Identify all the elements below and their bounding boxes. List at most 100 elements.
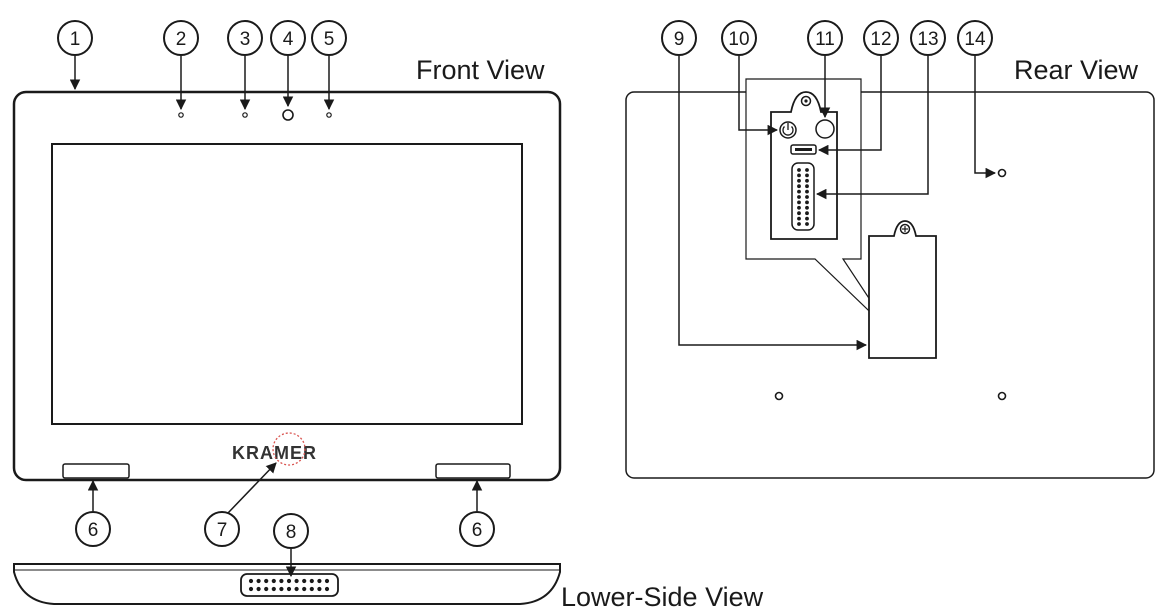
connector-pin [797,173,801,178]
svg-text:9: 9 [674,29,685,50]
cover-plate [868,220,937,359]
connector-pin [309,578,314,584]
callout-2: 2 [163,20,199,111]
speaker-left [62,463,130,479]
callout-11: 11 [807,20,843,119]
connector-pin [805,195,809,199]
svg-text:3: 3 [240,29,251,50]
connector-pin [805,222,809,226]
svg-text:5: 5 [324,29,335,50]
svg-text:4: 4 [283,29,294,50]
connector-pin [324,586,330,592]
power-icon [779,121,797,139]
svg-text:10: 10 [728,29,749,50]
callout-1: 1 [57,20,93,91]
usb-port-icon [790,144,817,155]
svg-text:6: 6 [472,520,483,541]
connector-pin [294,578,299,584]
led-icon [178,112,184,118]
front-view-label: Front View [416,55,545,85]
connector-pin [324,578,330,584]
mounting-hole [997,168,1007,178]
led-icon [242,112,248,118]
connector-pin [805,205,809,210]
svg-text:6: 6 [88,520,99,541]
connector-pin [256,578,261,584]
camera-icon [282,109,294,121]
connector-pin [248,586,254,592]
connector-pin [286,586,292,592]
lower-side-view: 8 Lower-Side View [13,513,764,612]
connector-pin [797,200,801,205]
connector-pin [264,586,269,592]
microphone-icon [272,432,306,466]
pin-connector-icon [791,162,815,231]
callout-12: 12 [817,20,899,156]
callout-9: 9 [661,20,868,351]
callout-7: 7 [204,462,277,547]
connector-pin [805,200,809,205]
front-screen [51,143,523,425]
connector-pin [805,211,809,216]
connector-pin [309,586,314,592]
connector-pin [797,216,801,221]
screw-icon [899,223,911,235]
callout-6-right: 6 [459,479,495,547]
connector-pin [805,189,809,194]
connector-pin [797,222,801,226]
connector-pin [805,178,809,183]
mounting-hole [997,391,1007,401]
connector-pin [797,211,801,216]
connector-pin [805,173,809,178]
reset-button-icon [815,119,835,139]
callout-10: 10 [721,20,779,136]
svg-text:8: 8 [286,522,297,543]
connector-pin [797,178,801,183]
rear-view-label: Rear View [1014,55,1139,85]
connector-pin [797,184,801,189]
lower-side-view-label: Lower-Side View [561,582,764,612]
connector-pin [248,578,254,584]
svg-text:14: 14 [964,29,986,50]
callout-5: 5 [311,20,347,111]
connector-pin [264,578,269,584]
connector-pin [805,168,809,172]
callout-14: 14 [957,20,997,179]
svg-text:2: 2 [176,29,187,50]
connector-pin [302,586,307,592]
connector-pin [302,578,307,584]
callout-3: 3 [227,20,263,111]
connector-pin [797,168,801,172]
svg-text:11: 11 [815,29,835,50]
svg-text:12: 12 [870,29,891,50]
callout-8: 8 [273,513,309,578]
mounting-hole [774,391,784,401]
connector-pin [279,578,284,584]
speaker-right [435,463,511,479]
callout-4: 4 [270,20,306,108]
rear-view: Rear View [625,20,1155,479]
svg-text:1: 1 [70,29,81,50]
connector-pin [797,205,801,210]
svg-text:7: 7 [217,520,228,541]
callout-6-left: 6 [75,479,111,547]
connector-pin [317,586,322,592]
connector-pin [317,578,322,584]
callout-13: 13 [815,20,946,200]
connector-pin [279,586,284,592]
connector-pin [797,195,801,199]
pin-connector-icon [240,573,339,597]
screw-icon [800,95,812,107]
front-view: Front View KRAMER 1 2 3 [12,20,562,547]
connector-pin [271,586,276,592]
connector-pin [294,586,299,592]
connector-pin [805,184,809,189]
led-icon [326,112,332,118]
connector-pin [256,586,261,592]
connector-pin [805,216,809,221]
connector-pin [286,578,292,584]
connector-pin [797,189,801,194]
connector-pin [271,578,276,584]
svg-text:13: 13 [917,29,938,50]
